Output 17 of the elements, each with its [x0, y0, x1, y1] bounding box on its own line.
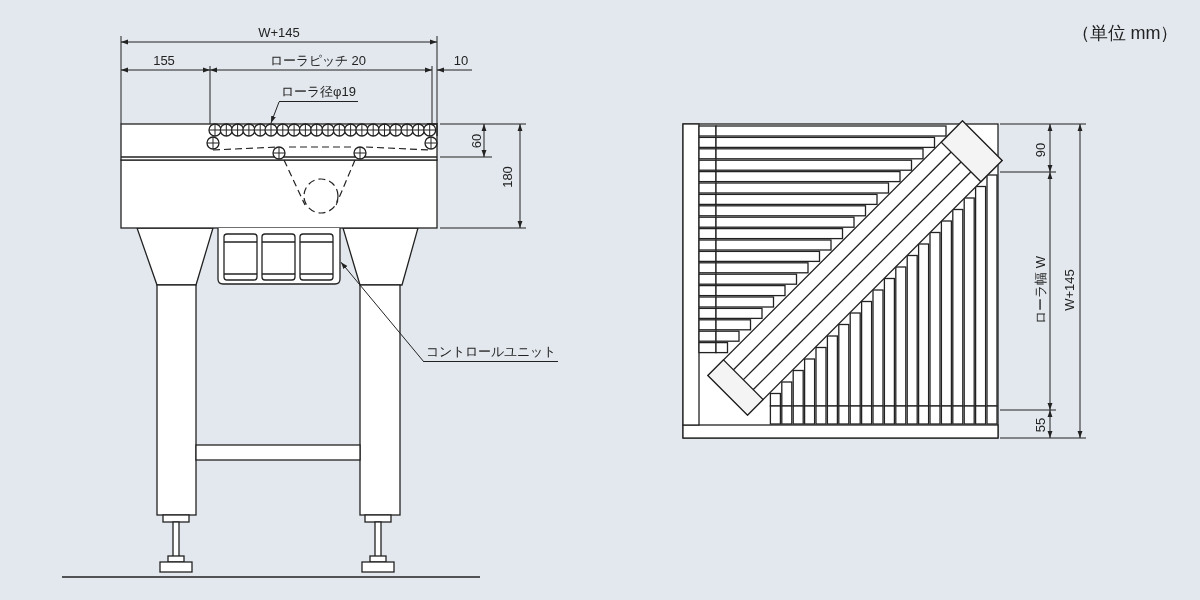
dimension-label: W+145: [1062, 269, 1076, 311]
callout-text: ローラ径φ19: [279, 84, 358, 102]
leader-line: [340, 261, 425, 363]
dimension-label: ローラピッチ 20: [269, 53, 367, 67]
control-unit: [217, 228, 341, 285]
dimension-label: 155: [153, 53, 175, 67]
callout-text: コントロールユニット: [424, 344, 558, 362]
unit-note: （単位 mm）: [1071, 24, 1179, 42]
dimension-label: W+145: [258, 25, 300, 39]
dimension-label: ローラ幅 W: [1033, 256, 1047, 324]
dimension-label: 10: [453, 53, 469, 67]
leader-line: [270, 101, 280, 124]
dimension-label: 180: [500, 166, 514, 188]
dimension-label: 60: [469, 133, 483, 149]
roller: [264, 123, 278, 137]
dimension-label: 55: [1033, 417, 1047, 433]
dimension-label: 90: [1033, 142, 1047, 158]
